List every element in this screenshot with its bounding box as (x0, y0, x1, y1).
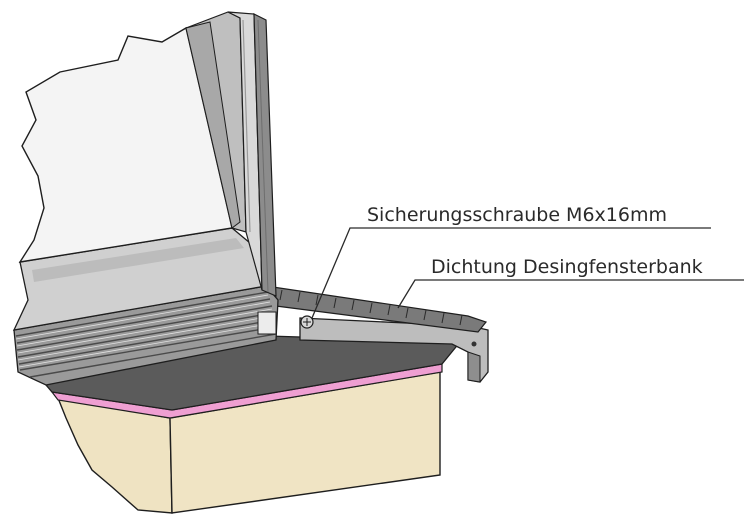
screw-icon (300, 315, 314, 329)
callout-label-screw: Sicherungsschraube M6x16mm (367, 204, 667, 226)
glass-pane (18, 21, 241, 263)
leader-line-screw (311, 227, 711, 319)
leader-line-seal (397, 279, 744, 309)
callout-label-seal: Dichtung Desingfensterbank (431, 256, 703, 278)
wall-block (56, 371, 441, 514)
frame-bottom-profile (13, 285, 279, 386)
leader-lines (311, 227, 744, 319)
